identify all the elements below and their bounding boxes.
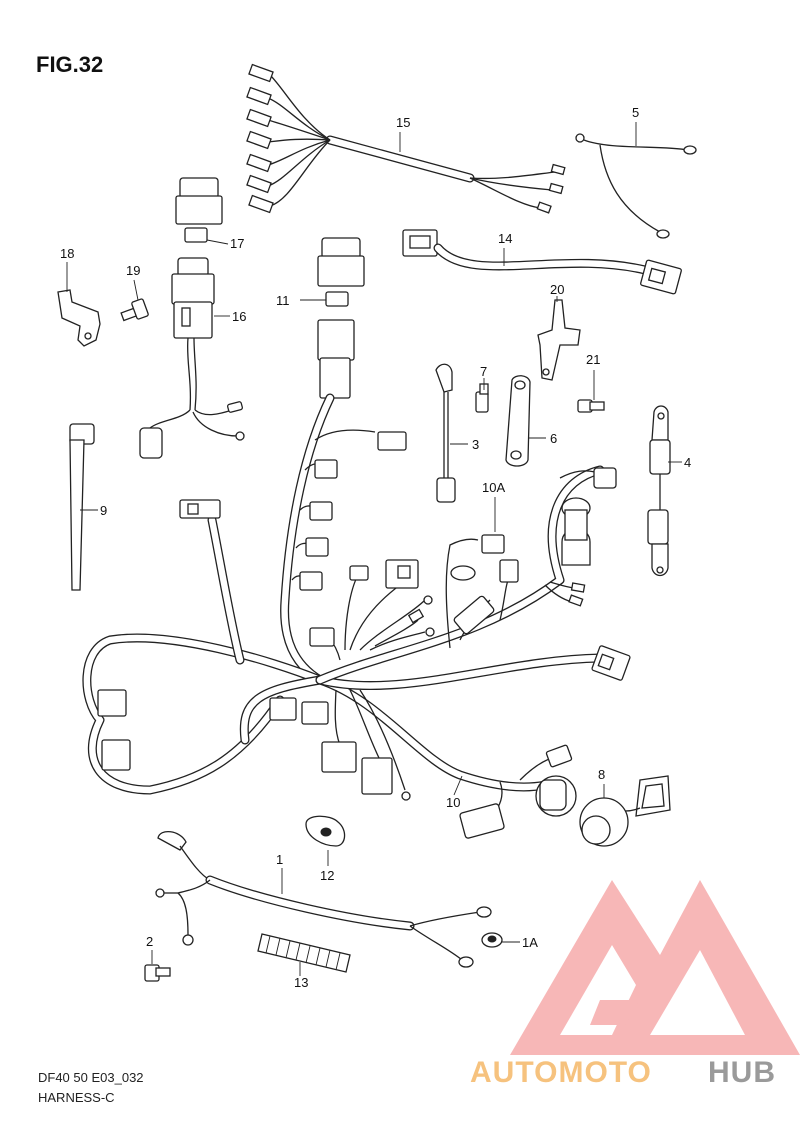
callout-1A: 1A: [522, 935, 538, 950]
part-21-bolt: [577, 370, 605, 413]
part-1A-nut: [481, 932, 520, 948]
callout-6: 6: [550, 431, 557, 446]
part-1-battery-cable: [155, 831, 492, 968]
part-20-bracket: [537, 296, 581, 381]
figure-title: FIG.32: [36, 52, 103, 77]
callout-19: 19: [126, 263, 140, 278]
part-16-relay-socket: [139, 257, 245, 459]
callout-10A: 10A: [482, 480, 505, 495]
callout-4: 4: [684, 455, 691, 470]
part-10A-fitting: [450, 497, 505, 581]
part-15-harness: [246, 63, 566, 214]
figure-code: DF40 50 E03_032: [38, 1070, 144, 1085]
part-6-strap: [505, 375, 546, 467]
callout-9: 9: [100, 503, 107, 518]
callout-10: 10: [446, 795, 460, 810]
callout-3: 3: [472, 437, 479, 452]
callout-20: 20: [550, 282, 564, 297]
part-4-ground-lead: [647, 405, 682, 577]
callout-17: 17: [230, 236, 244, 251]
part-12-grommet: [305, 815, 346, 866]
callout-16: 16: [232, 309, 246, 324]
callout-14: 14: [498, 231, 512, 246]
part-9-tie-band: [69, 423, 98, 591]
part-7-bolt: [475, 378, 489, 413]
callout-21: 21: [586, 352, 600, 367]
part-2-bolt: [144, 950, 171, 982]
watermark-brand-part2: HUB: [708, 1056, 776, 1089]
callout-5: 5: [632, 105, 639, 120]
part-8-grommet: [579, 775, 671, 847]
watermark-brand-part1: AUTOMOTO: [470, 1056, 652, 1089]
watermark-logo: [510, 880, 800, 1055]
part-18-bracket: [57, 262, 101, 347]
callout-15: 15: [396, 115, 410, 130]
callout-18: 18: [60, 246, 74, 261]
figure-name: HARNESS-C: [38, 1090, 115, 1105]
part-17-relay: [175, 177, 229, 245]
part-19-bolt: [120, 279, 149, 322]
callout-1: 1: [276, 852, 283, 867]
part-10-main-harness: [82, 393, 631, 839]
part-14-lead: [402, 229, 682, 295]
part-11-relay: [300, 237, 365, 399]
callout-8: 8: [598, 767, 605, 782]
part-5-ground-wire: [575, 133, 697, 239]
callout-2: 2: [146, 934, 153, 949]
callout-11: 11: [276, 293, 290, 308]
callout-12: 12: [320, 868, 334, 883]
callout-7: 7: [480, 364, 487, 379]
callout-13: 13: [294, 975, 308, 990]
part-3-lead: [435, 363, 468, 503]
part-13-corrugated-tube: [257, 933, 351, 976]
